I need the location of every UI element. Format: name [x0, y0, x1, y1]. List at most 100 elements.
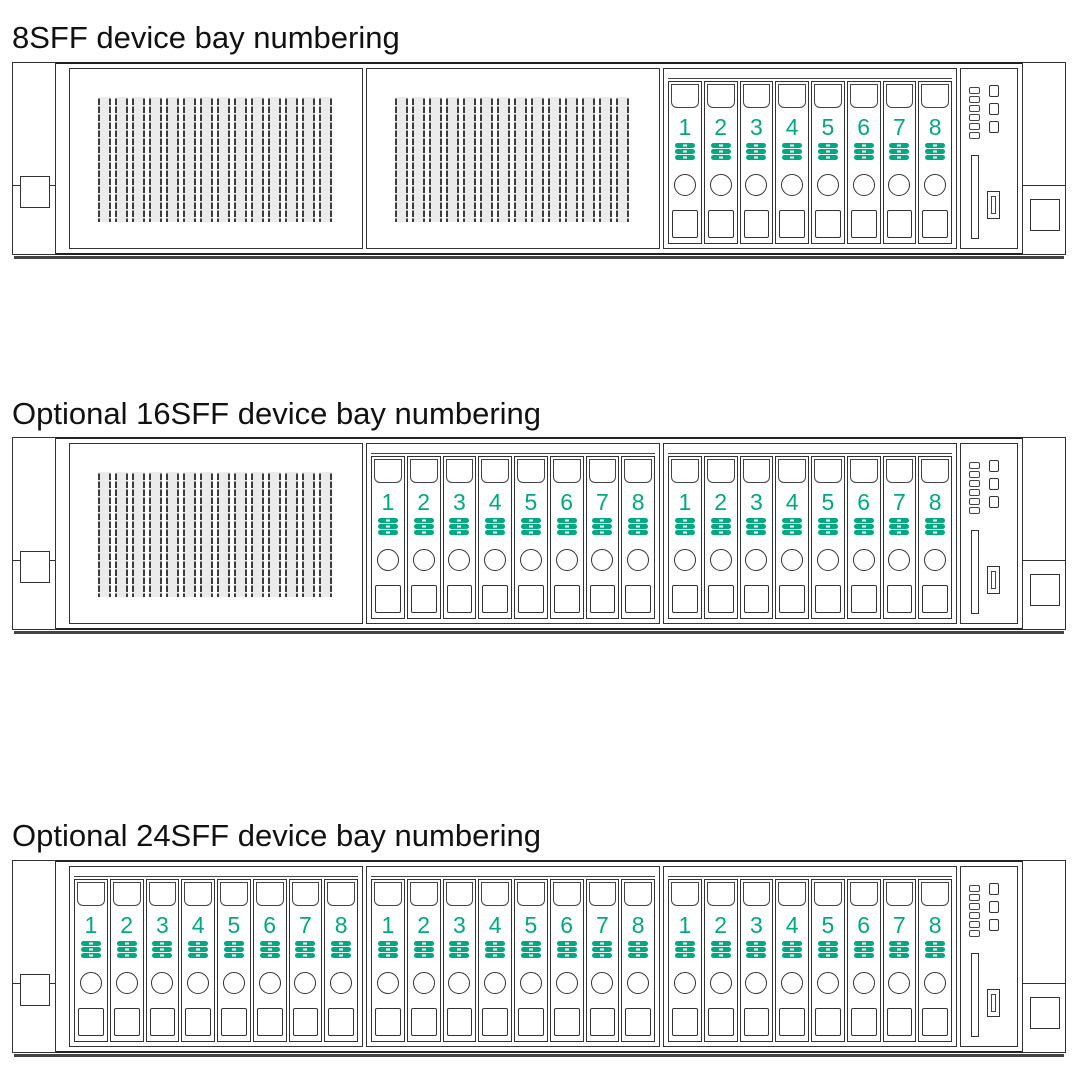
status-led-icon — [969, 894, 980, 901]
bay-number: 1 — [381, 489, 395, 515]
bay-number: 4 — [488, 489, 502, 515]
drive-latch-circle — [555, 549, 578, 571]
bay-number: 7 — [595, 912, 609, 938]
drive-icon-wrap — [187, 938, 209, 960]
bay-number: 3 — [155, 912, 169, 938]
drive-handle — [779, 585, 805, 613]
status-led-icon — [969, 96, 980, 103]
bay-number: 1 — [84, 912, 98, 938]
drive-stack-icon — [746, 941, 767, 958]
drive-latch-circle — [519, 972, 542, 994]
drive-handle — [625, 1008, 651, 1036]
bay-label-strip — [668, 446, 952, 454]
drive-handle — [256, 1008, 283, 1036]
drive-latch-circle — [412, 549, 435, 571]
drive-stack-icon — [782, 518, 803, 535]
drive-handle — [707, 210, 734, 238]
drive-icon-wrap — [745, 938, 767, 960]
bay-number: 8 — [631, 489, 645, 515]
drive-latch-circle — [745, 174, 768, 196]
optical-slot — [971, 155, 979, 239]
drive-icon-wrap — [556, 938, 578, 960]
drive-bay: 4 — [775, 879, 809, 1042]
bay-number: 7 — [298, 912, 312, 938]
drive-latch-circle — [852, 174, 875, 196]
drive-bay: 4 — [775, 81, 809, 244]
drive-stack-icon — [116, 941, 137, 958]
drive-stack-icon — [628, 941, 649, 958]
drive-bay: 6 — [549, 879, 584, 1042]
bay-number: 5 — [524, 489, 538, 515]
drive-stack-icon — [152, 941, 173, 958]
drive-latch-circle — [376, 549, 399, 571]
drive-stack-icon — [592, 518, 613, 535]
drive-stack-icon — [413, 941, 434, 958]
drive-stack-icon — [556, 518, 577, 535]
drive-stack-icon — [674, 518, 695, 535]
drive-icon-wrap — [817, 938, 839, 960]
drive-handle — [410, 585, 437, 613]
drive-bay: 8 — [918, 879, 952, 1042]
drive-bay: 4 — [775, 456, 809, 619]
bay-number: 1 — [678, 489, 692, 515]
title-16sff: Optional 16SFF device bay numbering — [12, 396, 542, 431]
drive-handle — [743, 1008, 770, 1036]
drive-release-tab — [517, 459, 545, 483]
drive-handle — [446, 1008, 473, 1036]
drive-handle — [149, 1008, 176, 1036]
drive-release-tab — [778, 882, 806, 906]
status-led-icon — [969, 471, 980, 478]
drive-icon-wrap — [745, 515, 767, 537]
drive-latch-circle — [781, 972, 804, 994]
drive-icon-wrap — [116, 938, 138, 960]
status-led-icon — [969, 912, 980, 919]
drive-icon-wrap — [294, 938, 316, 960]
bay-number: 8 — [928, 114, 942, 140]
drive-latch-circle — [709, 549, 732, 571]
drive-handle — [779, 210, 805, 238]
drive-icon-wrap — [674, 938, 696, 960]
drive-handle — [553, 585, 580, 613]
drive-release-tab — [921, 84, 949, 108]
right-rack-ear — [1022, 437, 1066, 630]
uid-button-icon — [989, 103, 999, 115]
status-led-icon — [969, 105, 980, 112]
drive-icon-wrap — [80, 938, 102, 960]
drive-stack-icon — [746, 143, 767, 160]
drive-handle — [553, 1008, 580, 1036]
drive-bay: 7 — [585, 456, 620, 619]
bay-number: 4 — [785, 114, 799, 140]
drive-handle — [922, 1008, 948, 1036]
drive-release-tab — [624, 459, 652, 483]
drive-stack-icon — [556, 941, 577, 958]
bay-number: 1 — [381, 912, 395, 938]
blank-panel — [69, 68, 363, 249]
drive-latch-circle — [852, 972, 875, 994]
blank-panel — [366, 68, 660, 249]
drive-handle — [446, 585, 473, 613]
bay-number: 6 — [560, 912, 574, 938]
optical-slot — [971, 530, 979, 614]
status-led-icon — [969, 507, 980, 514]
drive-icon-wrap — [853, 140, 875, 162]
drive-icon-wrap — [520, 515, 542, 537]
bay-number: 3 — [749, 114, 763, 140]
drive-stack-icon — [223, 941, 244, 958]
drive-handle — [78, 1008, 104, 1036]
drive-handle — [113, 1008, 140, 1036]
drive-release-tab — [814, 459, 842, 483]
bay-number: 5 — [821, 489, 835, 515]
drive-latch-circle — [673, 549, 696, 571]
drive-release-tab — [588, 882, 617, 906]
drive-latch-circle — [816, 174, 839, 196]
left-rack-ear — [12, 860, 56, 1053]
drive-icon-wrap — [484, 938, 506, 960]
drive-icon-wrap — [627, 938, 649, 960]
drive-release-tab — [624, 882, 652, 906]
drive-bay: 4 — [181, 879, 215, 1042]
drive-bay: 6 — [846, 879, 881, 1042]
drive-release-tab — [706, 84, 735, 108]
bay-number: 5 — [821, 912, 835, 938]
drive-bay: 2 — [703, 879, 738, 1042]
